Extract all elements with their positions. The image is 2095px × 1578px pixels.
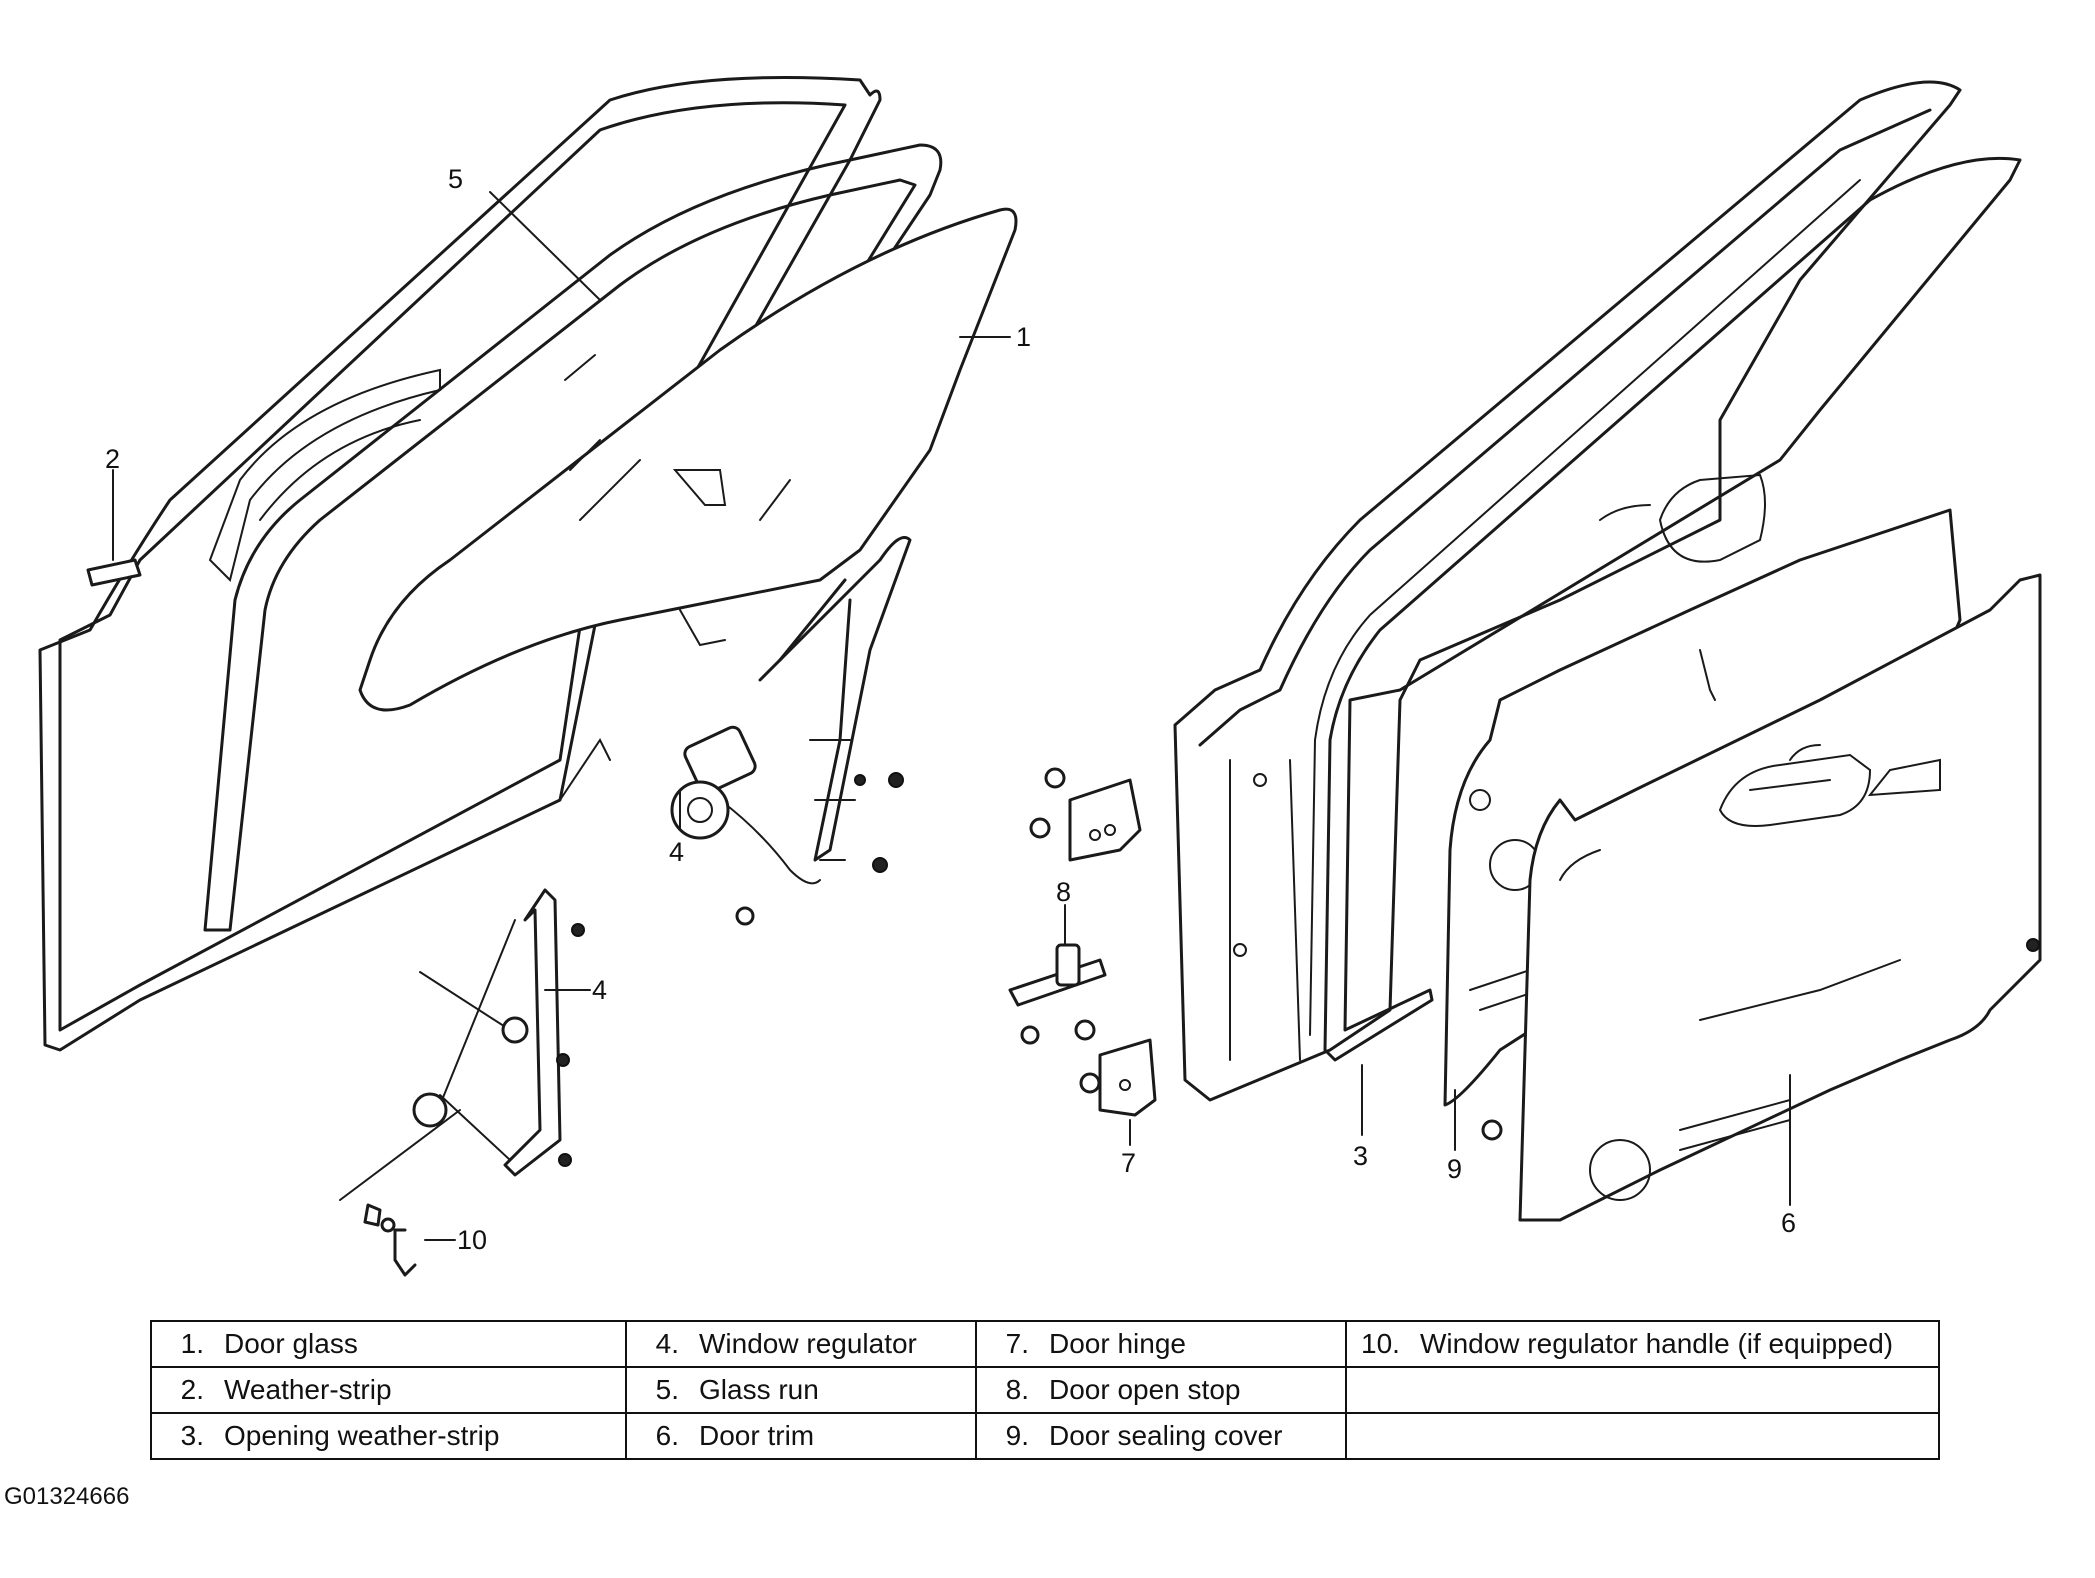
legend-label: Window regulator handle (if equipped) [1419, 1328, 1894, 1359]
door-hinge [1029, 767, 1157, 1117]
legend-cell-empty [1345, 1366, 1940, 1414]
legend-cell: 1. Door glass [150, 1320, 627, 1368]
legend-cell: 3. Opening weather-strip [150, 1412, 627, 1460]
legend-cell-empty [1345, 1412, 1940, 1460]
legend-cell: 8. Door open stop [975, 1366, 1347, 1414]
right-door-inner [1173, 80, 1962, 1102]
legend-cell: 4. Window regulator [625, 1320, 977, 1368]
callout-4-power-regulator: 4 [669, 837, 684, 867]
legend-number: 6. [655, 1420, 679, 1451]
legend-number: 9. [1005, 1420, 1029, 1451]
legend-label: Glass run [699, 1374, 819, 1405]
legend-number: 3. [180, 1420, 204, 1451]
legend-label: Door sealing cover [1049, 1420, 1283, 1451]
callout-9: 9 [1447, 1154, 1462, 1184]
legend-label: Door hinge [1049, 1328, 1186, 1359]
callout-3: 3 [1353, 1141, 1368, 1171]
legend-label: Door trim [699, 1420, 815, 1451]
callout-10: 10 [457, 1225, 487, 1255]
legend-cell: 5. Glass run [625, 1366, 977, 1414]
parts-legend-table: 1. Door glass 4. Window regulator 7. Door h… [150, 1320, 1940, 1460]
legend-row: 3. Opening weather-strip 6. Door trim 9. Do… [150, 1412, 1940, 1460]
callout-1: 1 [1016, 322, 1031, 352]
callout-6: 6 [1781, 1208, 1796, 1238]
legend-label: Door glass [224, 1328, 358, 1359]
legend-label: Opening weather-strip [224, 1420, 500, 1451]
door-open-stop [1008, 904, 1107, 1045]
legend-number: 8. [1005, 1374, 1029, 1405]
callout-2: 2 [105, 444, 120, 474]
callout-7: 7 [1121, 1148, 1136, 1178]
legend-cell: 6. Door trim [625, 1412, 977, 1460]
callout-4-manual-regulator: 4 [592, 975, 607, 1005]
callout-8: 8 [1056, 877, 1071, 907]
legend-label: Weather-strip [224, 1374, 392, 1405]
opening-weather-strip [1309, 156, 2022, 1062]
legend-number: 4. [655, 1328, 679, 1359]
window-regulator-manual [339, 888, 585, 1277]
callout-5: 5 [448, 164, 463, 194]
figure-code: G01324666 [4, 1483, 130, 1510]
callout-leaders [424, 191, 1791, 1241]
legend-cell: 10. Window regulator handle (if equipped) [1345, 1320, 1940, 1368]
door-exploded-diagram: 1 2 3 4 4 5 6 7 8 9 10 [38, 76, 2042, 1277]
legend-cell: 9. Door sealing cover [975, 1412, 1347, 1460]
legend-number: 10. [1361, 1328, 1400, 1359]
legend-number: 7. [1005, 1328, 1029, 1359]
glass-run [203, 143, 943, 932]
window-regulator-power [670, 469, 912, 926]
legend-label: Window regulator [699, 1328, 917, 1359]
weather-strip [86, 469, 142, 587]
legend-row: 2. Weather-strip 5. Glass run 8. Door open … [150, 1366, 1940, 1414]
legend-number: 5. [655, 1374, 679, 1405]
legend-label: Door open stop [1049, 1374, 1241, 1405]
door-glass [358, 207, 1018, 712]
callout-labels: 1 2 3 4 4 5 6 7 8 9 10 [105, 164, 1796, 1255]
legend-number: 2. [180, 1374, 204, 1405]
legend-cell: 7. Door hinge [975, 1320, 1347, 1368]
legend-cell: 2. Weather-strip [150, 1366, 627, 1414]
legend-number: 1. [180, 1328, 204, 1359]
legend-row: 1. Door glass 4. Window regulator 7. Door h… [150, 1320, 1940, 1368]
door-trim [1481, 573, 2042, 1222]
